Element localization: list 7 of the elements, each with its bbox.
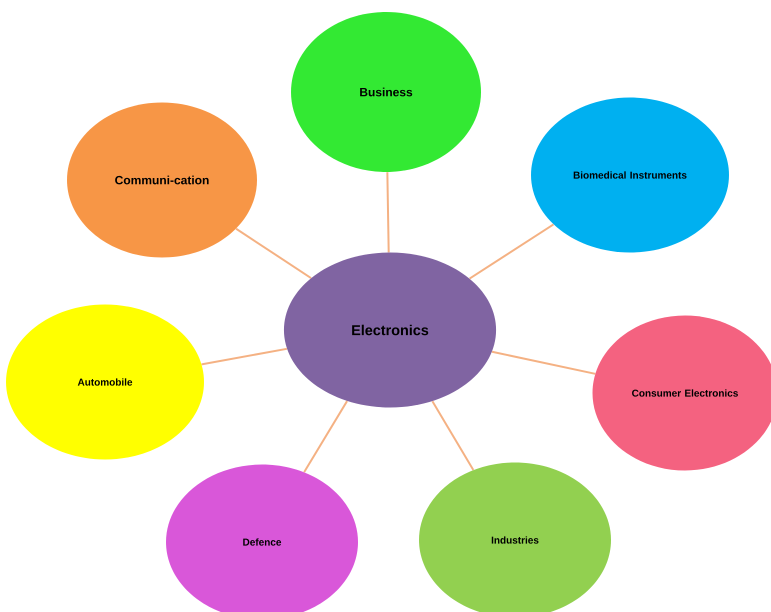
connector-line [201,348,288,366]
connector-line [386,172,390,252]
connector-line [492,350,596,375]
connector-line [469,224,554,280]
connector-line [432,400,474,470]
connector-line [303,400,348,473]
connector-line [236,228,312,279]
